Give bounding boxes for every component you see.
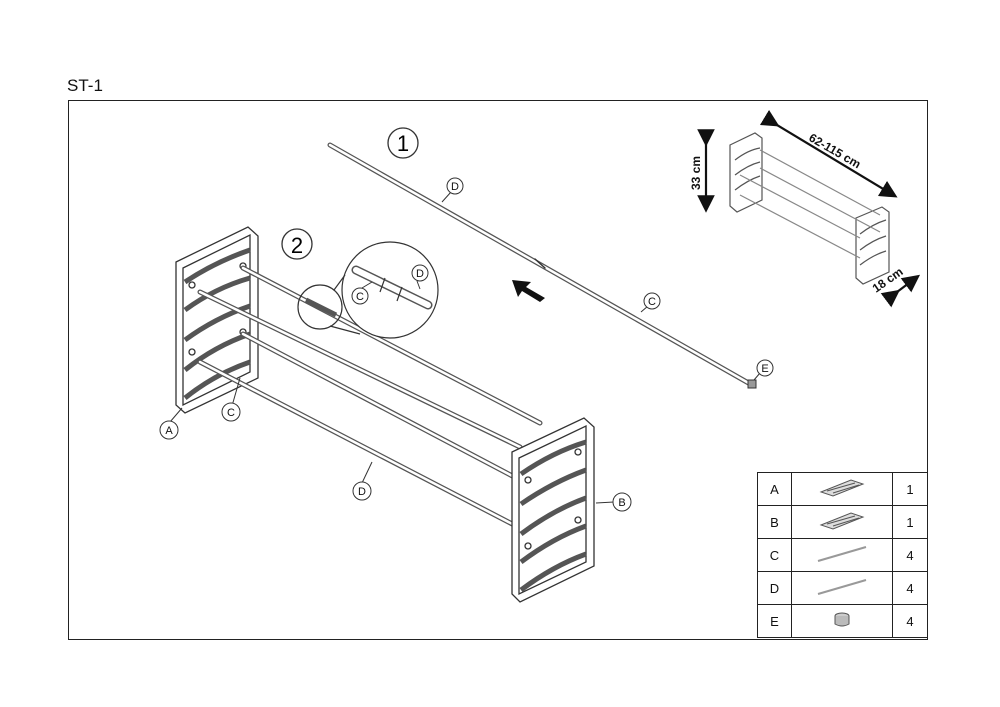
svg-text:C: C <box>648 296 656 308</box>
model-title: ST-1 <box>67 76 103 95</box>
callout-d-detail: D <box>411 264 429 290</box>
parts-row: C 4 <box>757 538 928 572</box>
callout-c-left: C <box>221 377 241 422</box>
part-label: D <box>757 571 792 605</box>
svg-text:E: E <box>761 363 768 375</box>
step-1-marker: 1 <box>387 127 419 159</box>
side-frame-a <box>175 226 259 414</box>
part-label: B <box>757 505 792 539</box>
dimension-height-label: 33 cm <box>689 156 703 190</box>
svg-text:2: 2 <box>291 233 303 258</box>
part-qty: 1 <box>892 472 928 506</box>
svg-text:D: D <box>416 268 424 280</box>
direction-arrow <box>512 280 545 302</box>
parts-row: D 4 <box>757 571 928 605</box>
dimension-inset <box>729 132 890 285</box>
side-frame-b <box>511 417 595 603</box>
parts-row: B 1 <box>757 505 928 539</box>
callout-d-bottom: D <box>352 461 373 501</box>
svg-text:C: C <box>227 407 235 419</box>
diagram-frame <box>68 100 928 640</box>
dimension-arrows <box>697 109 921 308</box>
step-2-marker: 2 <box>281 228 313 260</box>
parts-table: A 1 B 1 C 4 D 4 E 4 <box>757 472 928 638</box>
callout-a: A <box>159 407 183 440</box>
callout-c-step1: C <box>640 292 661 313</box>
callout-c-detail: C <box>351 281 373 305</box>
svg-text:C: C <box>356 291 364 303</box>
step1-tube <box>327 142 757 389</box>
tube-icon <box>817 545 867 562</box>
callout-b: B <box>595 492 632 512</box>
part-qty: 1 <box>892 505 928 539</box>
parts-row: E 4 <box>757 604 928 638</box>
part-label: E <box>757 604 792 638</box>
svg-text:B: B <box>618 497 625 509</box>
part-label: C <box>757 538 792 572</box>
side-frame-icon <box>819 511 865 530</box>
part-qty: 4 <box>892 538 928 572</box>
dimension-length-label: 62-115 cm <box>807 130 864 171</box>
tube-icon <box>817 578 867 595</box>
callout-d-step1: D <box>441 177 464 203</box>
side-frame-icon <box>819 478 865 497</box>
svg-text:D: D <box>451 181 459 193</box>
svg-text:A: A <box>165 425 173 437</box>
detail-magnifier <box>297 241 439 339</box>
part-qty: 4 <box>892 604 928 638</box>
end-cap-icon <box>834 612 850 626</box>
end-cap-e <box>747 379 757 389</box>
svg-text:D: D <box>358 486 366 498</box>
callout-e: E <box>753 359 774 381</box>
part-label: A <box>757 472 792 506</box>
parts-row: A 1 <box>757 472 928 506</box>
part-qty: 4 <box>892 571 928 605</box>
svg-text:1: 1 <box>397 131 409 156</box>
